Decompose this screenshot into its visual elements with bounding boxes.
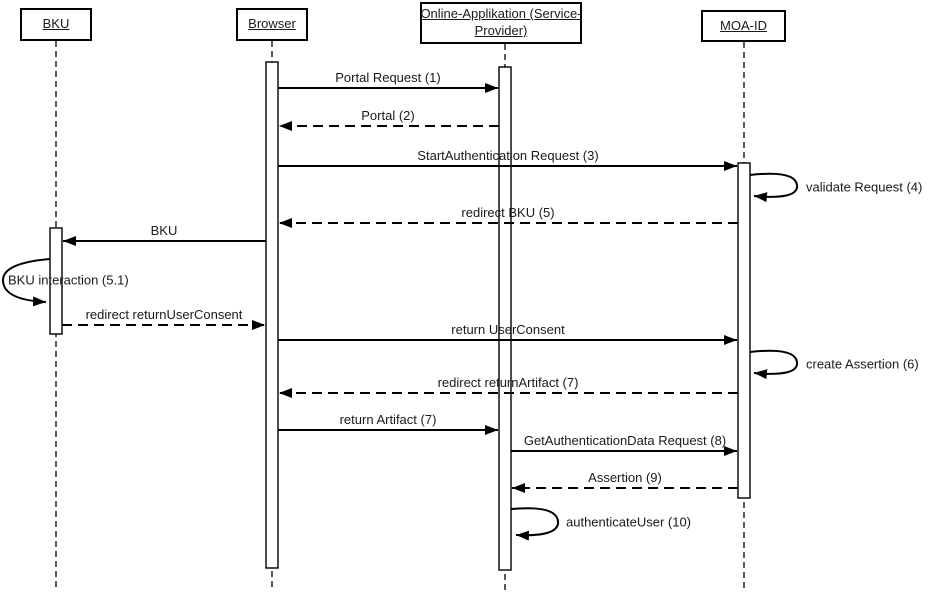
message-label-redirect-return-artifact: redirect returnArtifact (7) (437, 375, 579, 390)
message-label-authenticate-user: authenticateUser (10) (566, 514, 692, 530)
actor-label-browser: Browser (248, 16, 296, 32)
message-label-assertion: Assertion (9) (588, 470, 662, 485)
actor-box-bku: BKU (20, 8, 92, 41)
message-selfloop-create-assertion (749, 349, 799, 380)
online-app-activation-bar (498, 66, 512, 571)
message-label-redirect-bku: redirect BKU (5) (461, 205, 555, 220)
message-label-create-assertion: create Assertion (6) (806, 356, 919, 372)
browser-activation-bar (265, 61, 279, 569)
actor-box-moa-id: MOA-ID (701, 10, 786, 42)
actor-label-bku: BKU (42, 16, 70, 32)
message-label-return-artifact: return Artifact (7) (339, 412, 437, 427)
message-label-bku-interaction: BKU interaction (5.1) (8, 272, 129, 288)
message-label-bku: BKU (150, 223, 178, 238)
message-selfloop-validate-request (749, 172, 799, 203)
actor-label-online-app-line1: Online-Applikation (Service- (420, 6, 582, 22)
message-label-validate-request: validate Request (4) (806, 179, 923, 195)
message-label-portal: Portal (2) (361, 108, 415, 123)
moa-id-activation-bar (737, 162, 751, 499)
message-label-get-authentication-data-request: GetAuthenticationData Request (8) (523, 433, 727, 448)
actor-box-online-app: Online-Applikation (Service- Provider) (420, 2, 582, 44)
message-selfloop-bku-interaction (1, 258, 51, 307)
message-selfloop-authenticate-user (510, 507, 560, 541)
actor-label-online-app-line2: Provider) (474, 23, 528, 38)
message-label-start-authentication-request: StartAuthentication Request (3) (417, 148, 599, 163)
message-label-redirect-return-user-consent: redirect returnUserConsent (85, 307, 243, 322)
actor-label-moa-id: MOA-ID (720, 17, 767, 33)
message-label-portal-request: Portal Request (1) (335, 70, 441, 85)
message-label-return-user-consent: return UserConsent (451, 322, 565, 337)
bku-activation-bar (49, 227, 63, 335)
actor-box-browser: Browser (236, 8, 308, 41)
